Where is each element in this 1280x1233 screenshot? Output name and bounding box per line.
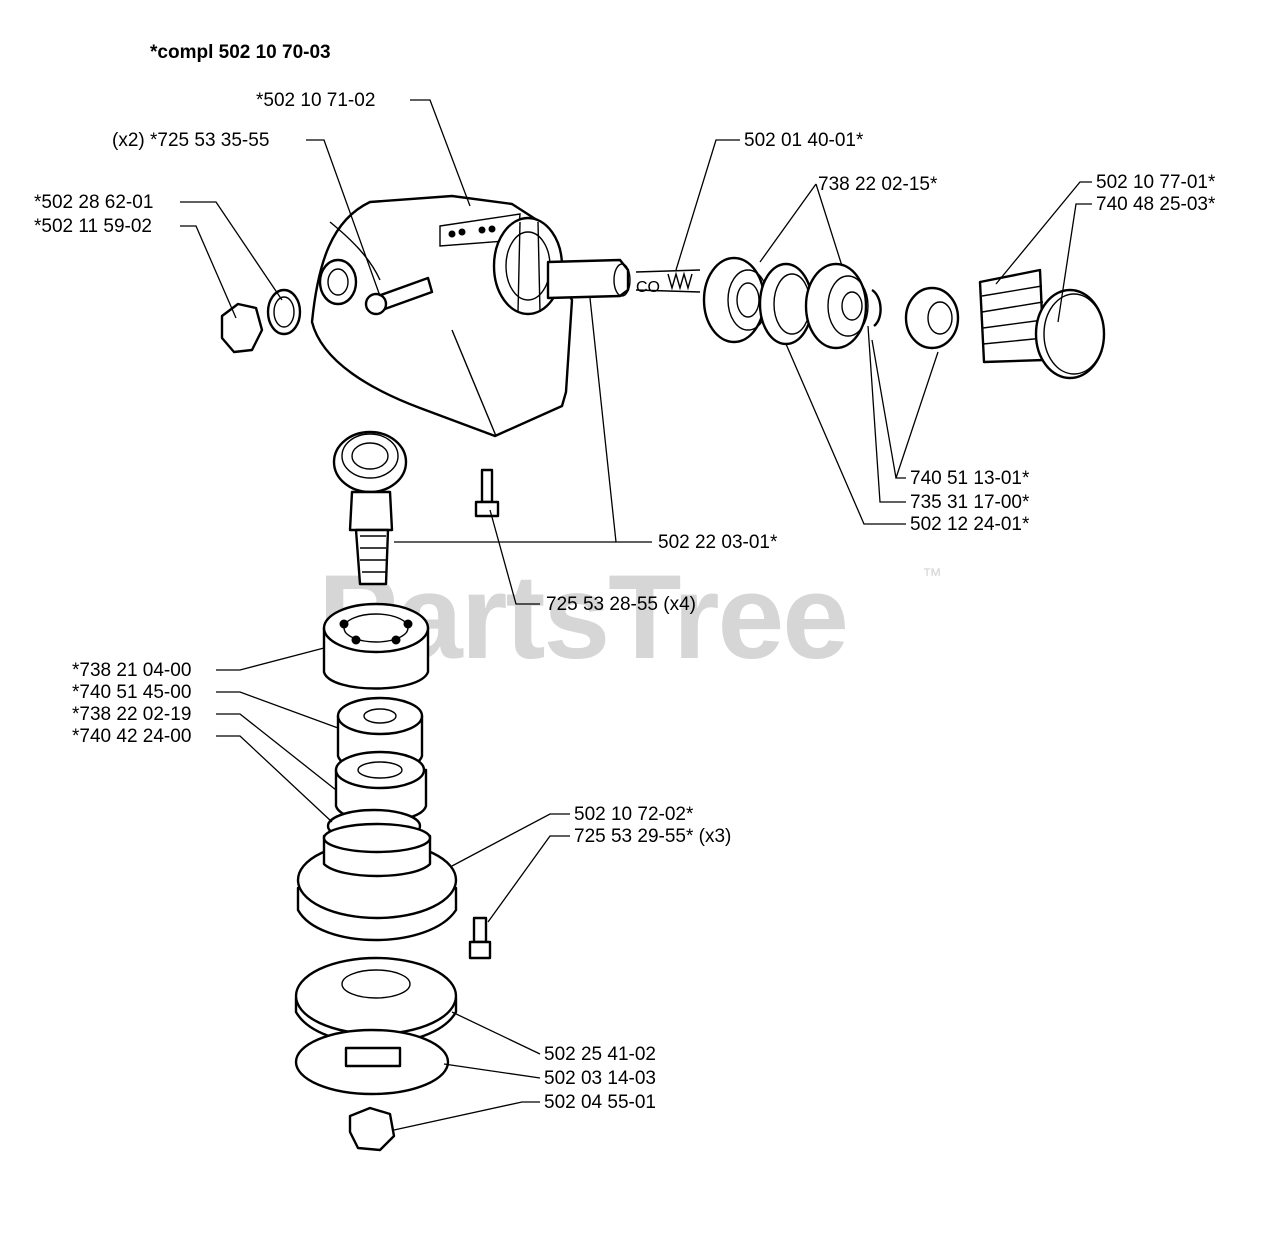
label-502-01-40-01: 502 01 40-01* xyxy=(744,130,864,151)
output-shaft: CO xyxy=(546,258,701,300)
label-502-10-72-02: 502 10 72-02* xyxy=(574,804,694,825)
label-725-53-35-55: (x2) *725 53 35-55 xyxy=(112,130,269,151)
label-502-10-77-01: 502 10 77-01* xyxy=(1096,172,1216,193)
label-502-12-24-01: 502 12 24-01* xyxy=(910,514,1030,535)
spring-glyph: CO xyxy=(636,279,660,296)
lock-nut xyxy=(348,1106,396,1152)
label-740-51-13-01: 740 51 13-01* xyxy=(910,468,1030,489)
spacer-ring xyxy=(758,262,814,346)
nut-collar xyxy=(904,286,960,350)
bearing-upper-right xyxy=(804,262,869,350)
label-738-22-02-15: 738 22 02-15* xyxy=(818,174,938,195)
label-502-22-03-01: 502 22 03-01* xyxy=(658,532,778,553)
label-502-25-41-02: 502 25 41-02 xyxy=(544,1044,656,1065)
gear-housing xyxy=(310,194,574,438)
plug-and-washer xyxy=(220,288,302,354)
bevel-gear xyxy=(332,430,408,586)
label-502-03-14-03: 502 03 14-03 xyxy=(544,1068,656,1089)
large-bearing xyxy=(322,602,430,690)
assembly-title: *compl 502 10 70-03 xyxy=(150,42,331,63)
label-740-42-24-00: *740 42 24-00 xyxy=(72,726,191,747)
bearing-cover xyxy=(978,268,1106,380)
label-502-28-62-01: *502 28 62-01 xyxy=(34,192,153,213)
label-502-10-71-02: *502 10 71-02 xyxy=(256,90,375,111)
bearing-upper-left xyxy=(702,256,769,344)
circlip xyxy=(871,288,882,327)
label-502-04-55-01: 502 04 55-01 xyxy=(544,1092,656,1113)
support-cup xyxy=(294,1028,450,1096)
watermark-trademark: ™ xyxy=(922,565,942,587)
lower-housing xyxy=(296,822,458,942)
label-738-22-02-19: *738 22 02-19 xyxy=(72,704,191,725)
callout-labels: *502 10 71-02 (x2) *725 53 35-55 *502 28… xyxy=(34,90,1216,1113)
label-738-21-04-00: *738 21 04-00 xyxy=(72,660,191,681)
label-740-48-25-03: 740 48 25-03* xyxy=(1096,194,1216,215)
label-735-31-17-00: 735 31 17-00* xyxy=(910,492,1030,513)
leader-lines xyxy=(180,99,1092,1131)
label-725-53-28-55: 725 53 28-55 (x4) xyxy=(546,594,696,615)
label-740-51-45-00: *740 51 45-00 xyxy=(72,682,191,703)
housing-screw xyxy=(468,916,492,960)
gear-screw xyxy=(474,468,500,518)
label-502-11-59-02: *502 11 59-02 xyxy=(34,216,152,237)
drive-disc xyxy=(294,956,458,1045)
housing-bolt xyxy=(364,276,434,316)
label-725-53-29-55: 725 53 29-55* (x3) xyxy=(574,826,731,847)
